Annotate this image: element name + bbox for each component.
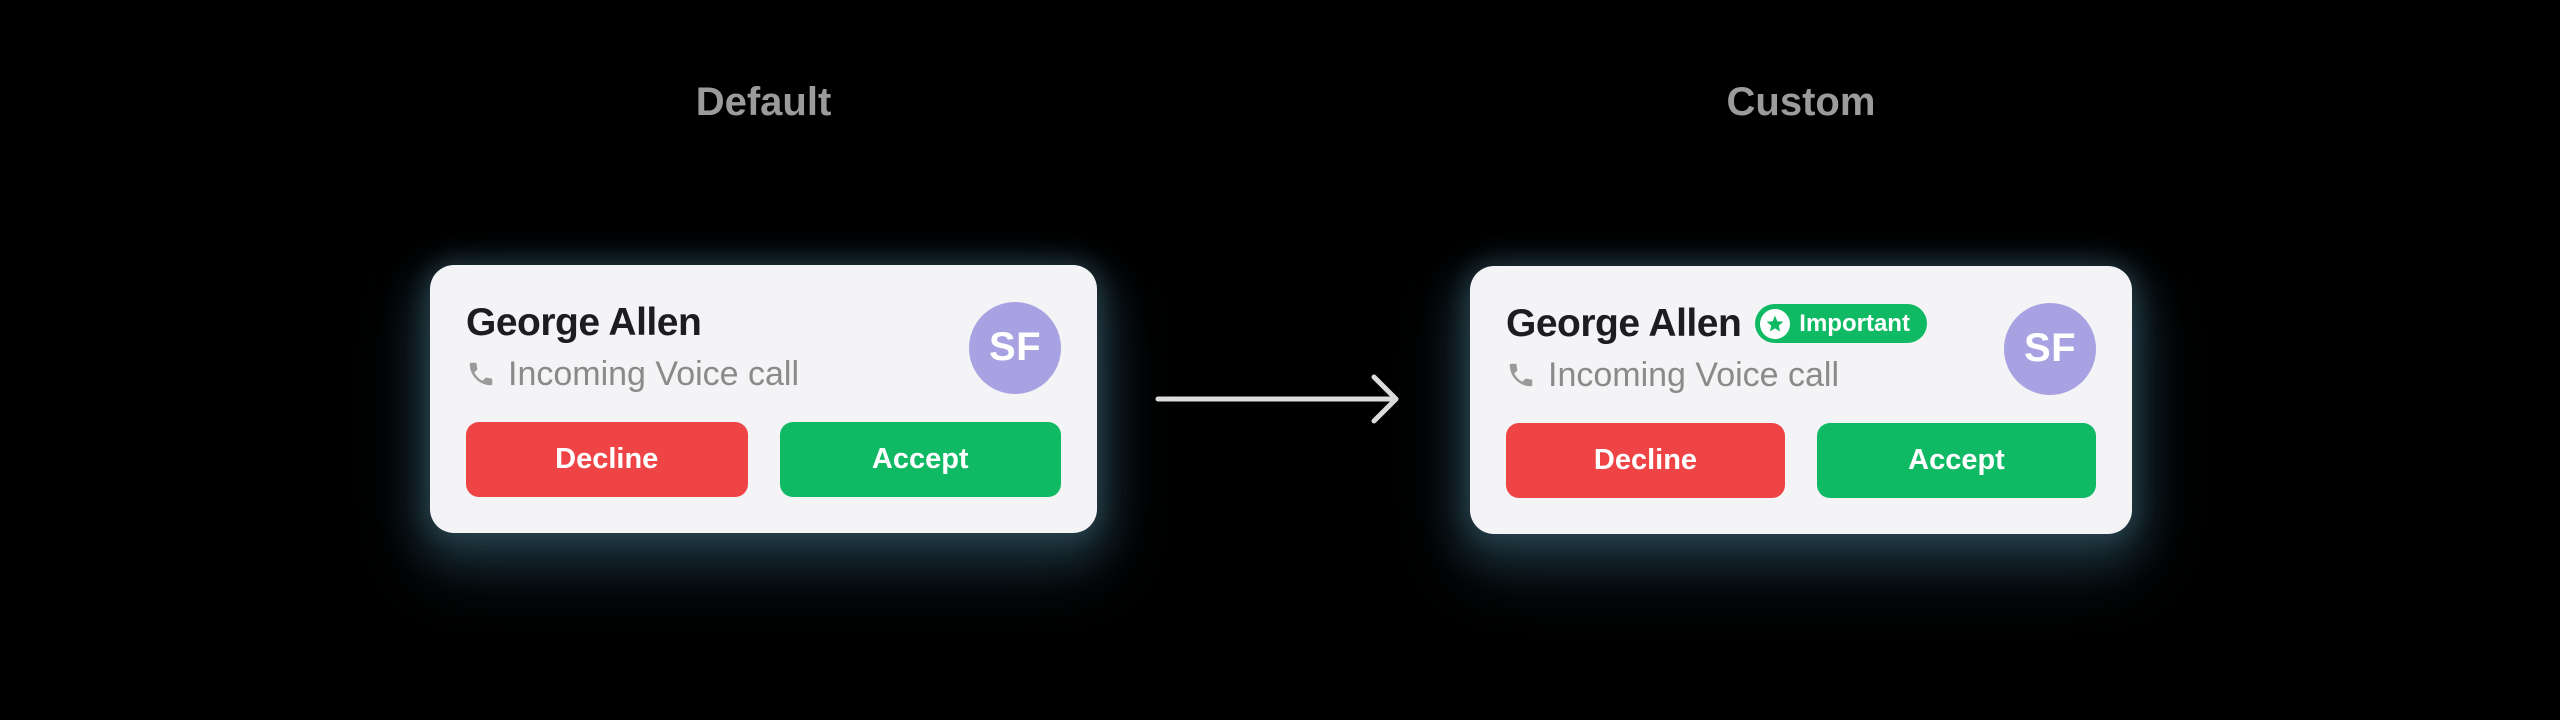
caller-info: George Allen Incoming Voice call <box>466 299 799 396</box>
decline-button[interactable]: Decline <box>466 422 748 497</box>
call-type-label: Incoming Voice call <box>1548 355 1840 394</box>
call-action-buttons: Decline Accept <box>1506 423 2096 498</box>
caller-name: George Allen <box>466 301 702 344</box>
important-badge: Important <box>1755 304 1927 343</box>
star-icon <box>1760 308 1791 339</box>
important-badge-label: Important <box>1799 310 1910 337</box>
call-notification-card-custom: George Allen Important <box>1470 266 2132 534</box>
caller-name-row: George Allen <box>466 299 799 346</box>
section-title-default: Default <box>695 80 832 124</box>
caller-name: George Allen <box>1506 302 1742 345</box>
avatar: SF <box>2004 302 2096 395</box>
phone-handset-icon <box>1506 360 1536 390</box>
call-subtitle-row: Incoming Voice call <box>466 352 799 396</box>
avatar-initials: SF <box>988 325 1042 369</box>
right-arrow-icon <box>1150 369 1412 429</box>
phone-handset-icon <box>466 359 496 389</box>
call-type-label: Incoming Voice call <box>508 354 800 393</box>
avatar-initials: SF <box>2023 326 2077 370</box>
call-action-buttons: Decline Accept <box>466 422 1061 497</box>
call-notification-card-default: George Allen Incoming Voice call SF Decl… <box>430 265 1097 533</box>
caller-info: George Allen Important <box>1506 300 1927 397</box>
accept-button[interactable]: Accept <box>779 422 1061 497</box>
card-header: George Allen Incoming Voice call SF <box>466 299 1061 396</box>
caller-name-row: George Allen Important <box>1506 300 1927 347</box>
card-header: George Allen Important <box>1506 300 2096 397</box>
decline-button[interactable]: Decline <box>1506 423 1785 498</box>
section-title-custom: Custom <box>1726 80 1876 124</box>
call-subtitle-row: Incoming Voice call <box>1506 353 1927 397</box>
avatar: SF <box>969 301 1061 394</box>
accept-button[interactable]: Accept <box>1817 423 2096 498</box>
